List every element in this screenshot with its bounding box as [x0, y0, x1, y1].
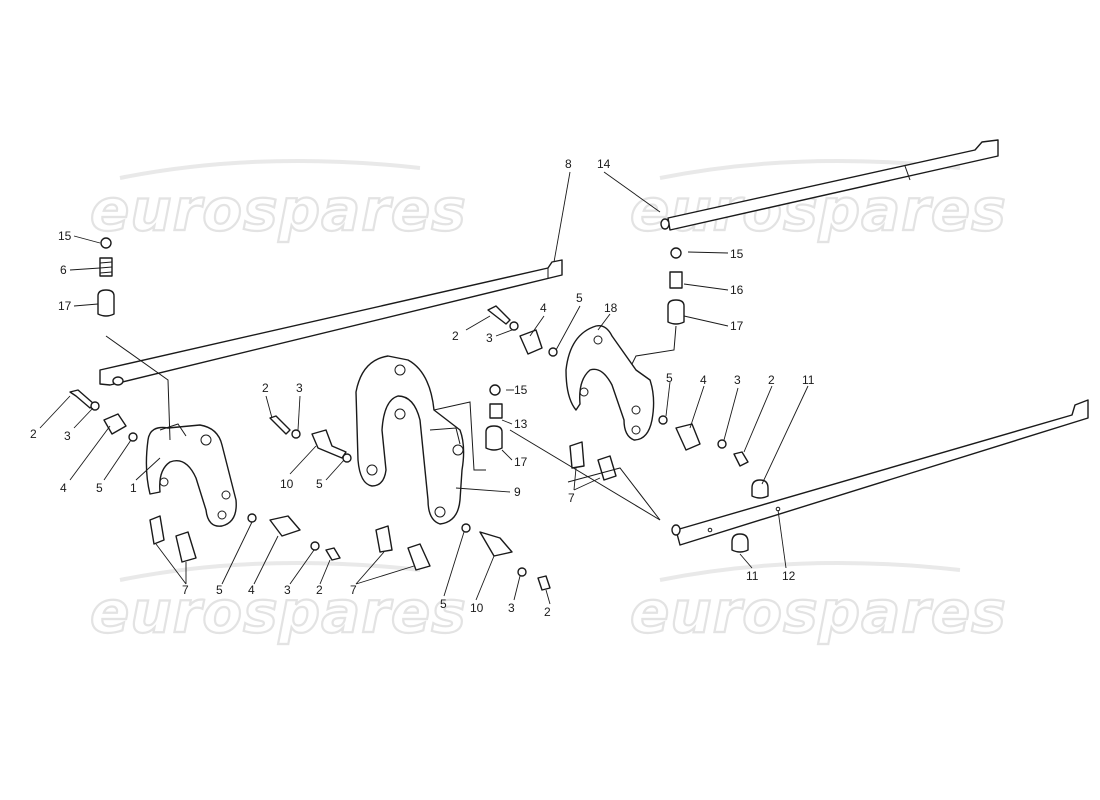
callout-7-right: 7: [568, 491, 575, 505]
ball-15-right: [670, 247, 682, 259]
callout-3-left: 3: [64, 429, 71, 443]
watermark-top-left: eurospares: [90, 176, 467, 244]
callout-9: 9: [514, 485, 521, 499]
shoe-7a: [149, 515, 165, 545]
shoe-7b: [175, 531, 197, 563]
callout-3-center: 3: [486, 331, 493, 345]
callout-4-center: 4: [540, 301, 547, 315]
callout-15-center: 15: [514, 383, 528, 397]
callout-5-left: 5: [96, 481, 103, 495]
callout-15-left: 15: [58, 229, 72, 243]
callout-4-lower-left: 4: [248, 583, 255, 597]
callout-11-lower: 11: [746, 569, 759, 583]
shift-rod-12: [671, 399, 1089, 546]
callout-13: 13: [514, 417, 528, 431]
callout-2-center: 2: [452, 329, 459, 343]
callout-labels: 15 6 17 2 3 4 5 1 2 3 10 5 8 2 3 4 5 14 …: [30, 157, 815, 619]
callout-11-upper: 11: [802, 373, 815, 387]
pin-10-lower: [479, 531, 513, 557]
shift-rod-8: [99, 259, 563, 386]
callout-17-left: 17: [58, 299, 72, 313]
callout-5-center: 5: [576, 291, 583, 305]
ring-5-center: [548, 347, 558, 357]
callout-2-right: 2: [768, 373, 775, 387]
washer-3-lower-center: [517, 567, 527, 577]
callout-5-lower-left: 5: [216, 583, 223, 597]
callout-6: 6: [60, 263, 67, 277]
screw-2-mid: [269, 415, 291, 435]
ball-15-left: [100, 237, 112, 249]
callout-17-right: 17: [730, 319, 744, 333]
watermark-bottom-left: eurospares: [90, 578, 467, 646]
washer-3-lower-left: [310, 541, 320, 551]
callout-7-left: 7: [182, 583, 189, 597]
callout-2-lower-left: 2: [316, 583, 323, 597]
pad-4-center: [519, 329, 543, 355]
callout-2-mid: 2: [262, 381, 269, 395]
watermark-bottom-right: eurospares: [630, 578, 1007, 646]
screw-2-center: [487, 305, 511, 325]
callout-18: 18: [604, 301, 618, 315]
callout-2-left: 2: [30, 427, 37, 441]
callout-3-lower-left: 3: [284, 583, 291, 597]
pad-4-left: [103, 413, 127, 435]
callout-2-lower-center: 2: [544, 605, 551, 619]
shift-fork-18: [565, 325, 655, 441]
shoe-7c: [375, 525, 393, 553]
leader-lines: [39, 171, 809, 605]
shoe-7f: [597, 455, 617, 481]
shoe-7e: [569, 441, 585, 469]
ring-5-left: [128, 432, 138, 442]
callout-8: 8: [565, 157, 572, 171]
ring-5-right: [658, 415, 668, 425]
plunger-17-center: [485, 425, 503, 451]
screw-2-lower-left: [325, 547, 341, 561]
callout-3-mid: 3: [296, 381, 303, 395]
plunger-17-right: [667, 299, 685, 325]
callout-3-right: 3: [734, 373, 741, 387]
callout-12: 12: [782, 569, 796, 583]
spring-16: [669, 271, 683, 289]
ring-5-lower-center: [461, 523, 471, 533]
callout-5-mid: 5: [316, 477, 323, 491]
plunger-17-left: [97, 289, 115, 317]
callout-4-right: 4: [700, 373, 707, 387]
pin-10-mid: [311, 429, 347, 459]
callout-10-mid: 10: [280, 477, 294, 491]
callout-3-lower-center: 3: [508, 601, 515, 615]
shift-rod-14: [660, 139, 999, 231]
screw-2-right: [733, 451, 749, 467]
shoe-7d: [407, 543, 431, 571]
ring-5-lower-left: [247, 513, 257, 523]
washer-3-mid: [291, 429, 301, 439]
small-parts: [69, 237, 769, 591]
callout-10-lower: 10: [470, 601, 484, 615]
plug-11-lower: [731, 533, 749, 553]
callout-15-right: 15: [730, 247, 744, 261]
washer-3-right: [717, 439, 727, 449]
callout-5-right: 5: [666, 371, 673, 385]
watermark-group: eurospares eurospares eurospares eurospa…: [89, 158, 1007, 647]
callout-16: 16: [730, 283, 744, 297]
shift-fork-1: [145, 423, 237, 527]
spring-13: [489, 403, 503, 419]
assembly-guides: [105, 325, 677, 521]
washer-3-center: [509, 321, 519, 331]
callout-17-center: 17: [514, 455, 528, 469]
screw-2-lower-center: [537, 575, 551, 591]
callout-4-left: 4: [60, 481, 67, 495]
ring-5-mid: [342, 453, 352, 463]
callout-14: 14: [597, 157, 611, 171]
pad-4-right: [675, 423, 701, 451]
plug-11-upper: [751, 479, 769, 499]
pad-4-lower-left: [269, 515, 301, 537]
callout-1: 1: [130, 481, 137, 495]
ball-15-center: [489, 384, 501, 396]
callout-7-center: 7: [350, 583, 357, 597]
shift-fork-9: [355, 355, 465, 525]
callout-5-lower-center: 5: [440, 597, 447, 611]
